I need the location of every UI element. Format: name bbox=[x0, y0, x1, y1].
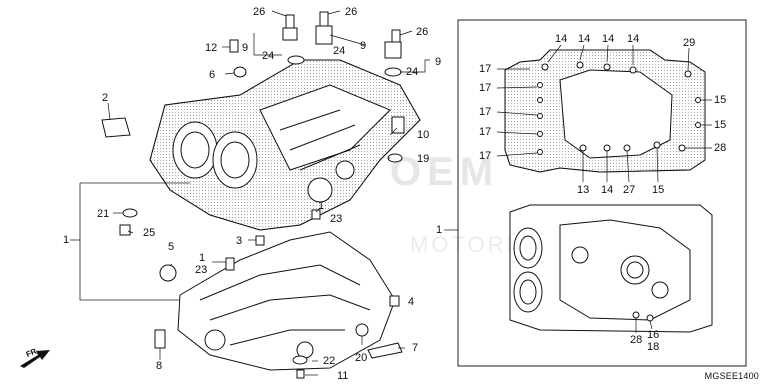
callout-r17d: 17 bbox=[479, 126, 492, 138]
callout-8: 8 bbox=[156, 360, 163, 372]
callout-4: 4 bbox=[408, 296, 415, 308]
small-parts bbox=[101, 11, 405, 379]
callout-r17e: 17 bbox=[479, 150, 492, 162]
callout-7: 7 bbox=[412, 342, 419, 354]
callout-r15b: 15 bbox=[714, 119, 727, 131]
callout-1c: 1 bbox=[199, 252, 206, 264]
callout-r14a: 14 bbox=[555, 33, 568, 45]
callout-2: 2 bbox=[102, 92, 109, 104]
callout-r29: 29 bbox=[683, 37, 696, 49]
callout-r17a: 17 bbox=[479, 63, 492, 75]
callout-6: 6 bbox=[209, 69, 216, 81]
callout-26a: 26 bbox=[253, 6, 266, 18]
callout-r27: 27 bbox=[623, 184, 636, 196]
leader-lines-left bbox=[107, 10, 430, 376]
callout-10: 10 bbox=[417, 129, 430, 141]
callout-12: 12 bbox=[205, 42, 218, 54]
callout-21: 21 bbox=[97, 208, 110, 220]
callout-26c: 26 bbox=[416, 26, 429, 38]
callout-19: 19 bbox=[417, 153, 430, 165]
callout-24c: 24 bbox=[406, 66, 419, 78]
callout-r15c: 15 bbox=[652, 184, 665, 196]
callout-r18: 18 bbox=[647, 341, 660, 353]
callout-23a: 23 bbox=[330, 213, 343, 225]
lower-case-bottom-view bbox=[509, 204, 713, 333]
callout-23b: 23 bbox=[195, 264, 208, 276]
callout-r14e: 14 bbox=[601, 184, 614, 196]
callout-r14b: 14 bbox=[578, 33, 591, 45]
callout-24a: 24 bbox=[262, 50, 275, 62]
upper-case-top-view bbox=[504, 49, 706, 173]
callout-24b: 24 bbox=[333, 45, 346, 57]
callout-9c: 9 bbox=[435, 56, 442, 68]
diagram-code: MGSEE1400 bbox=[704, 371, 759, 381]
callout-r13: 13 bbox=[577, 184, 590, 196]
callout-1b: 1 bbox=[318, 200, 325, 212]
callout-r15a: 15 bbox=[714, 94, 727, 106]
callout-r1: 1 bbox=[436, 224, 443, 236]
callout-5: 5 bbox=[168, 241, 175, 253]
callout-r28b: 28 bbox=[630, 334, 643, 346]
lower-crankcase bbox=[177, 231, 396, 371]
callout-r14d: 14 bbox=[627, 33, 640, 45]
callout-9b: 9 bbox=[360, 40, 367, 52]
callout-r28a: 28 bbox=[714, 142, 727, 154]
callout-9a: 9 bbox=[242, 42, 249, 54]
callout-26b: 26 bbox=[345, 6, 358, 18]
callout-11: 11 bbox=[337, 370, 349, 382]
callout-25: 25 bbox=[143, 227, 156, 239]
callout-r16: 16 bbox=[647, 329, 660, 341]
callout-r14c: 14 bbox=[602, 33, 615, 45]
callout-r17c: 17 bbox=[479, 106, 492, 118]
watermark-logo: OEM bbox=[390, 150, 500, 194]
detail-frame bbox=[457, 19, 747, 367]
callout-20: 20 bbox=[355, 352, 368, 364]
front-arrow-icon bbox=[20, 350, 50, 368]
callout-3: 3 bbox=[236, 235, 243, 247]
leader-lines-right bbox=[444, 44, 712, 333]
callout-r17b: 17 bbox=[479, 82, 492, 94]
upper-crankcase bbox=[149, 59, 421, 231]
callout-22: 22 bbox=[323, 355, 336, 367]
callout-1a: 1 bbox=[63, 234, 70, 246]
